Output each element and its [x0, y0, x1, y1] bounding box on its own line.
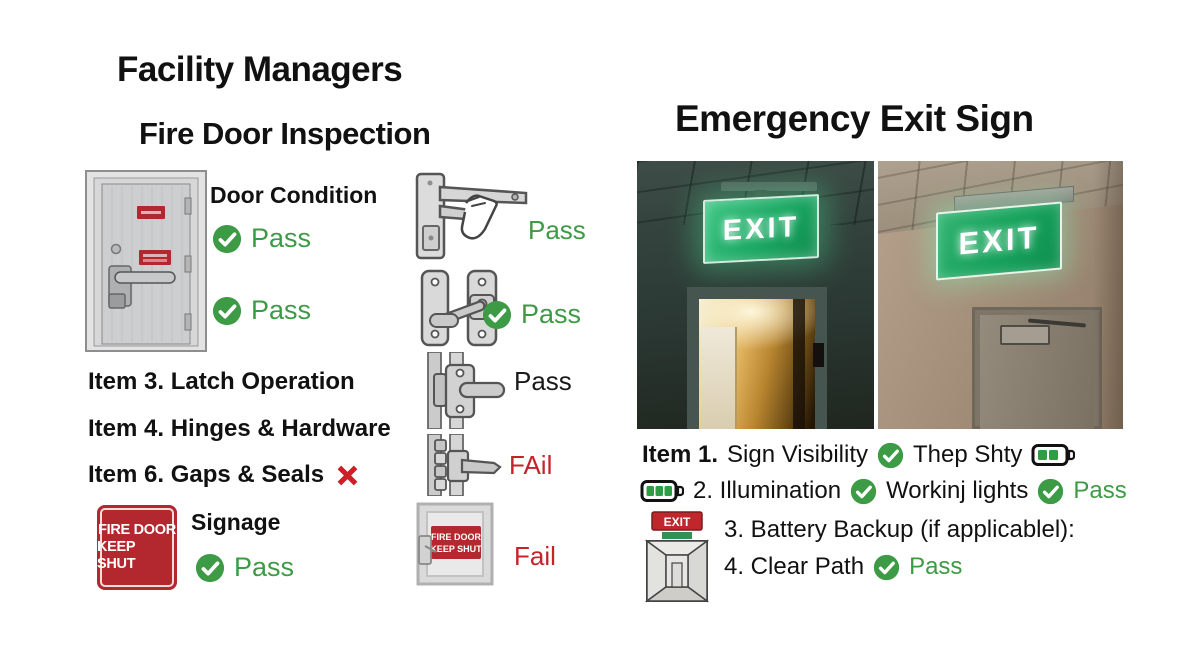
gate-latch-illustration	[418, 267, 500, 349]
gate-latch-check: Pass	[482, 299, 581, 330]
door-condition-check-2: Pass	[212, 295, 311, 326]
checklist-item-4: Item 4. Hinges & Hardware	[88, 415, 391, 443]
fire-door-illustration	[85, 170, 207, 352]
illuminated-exit-sign: EXIT	[936, 201, 1062, 281]
hardware-status-4: FAil	[509, 450, 553, 480]
door-condition-heading: Door Condition	[210, 182, 378, 208]
illuminated-exit-sign: EXIT	[703, 193, 819, 265]
sign-mounting-stem	[755, 190, 767, 198]
pass-check-icon	[1037, 478, 1064, 505]
frame-latch-illustration	[420, 351, 508, 430]
frame-hinge-illustration	[420, 433, 504, 497]
hardware-status-2: Pass	[521, 299, 582, 329]
inner-door-panel	[701, 327, 737, 429]
exit-checklist-line-1: Item 1. Sign Visibility Thep Shty	[642, 441, 1076, 469]
exit-checklist-line-3: 3. Battery Backup (if applicablel):	[724, 516, 1075, 544]
checklist-item-6: Item 6. Gaps & Seals	[88, 461, 361, 489]
signage-heading: Signage	[191, 509, 281, 535]
item-label: 2. Illumination	[693, 477, 842, 504]
item-label: Item 3. Latch Operation	[88, 368, 355, 395]
exit-checklist-line-4: 4. Clear Path Pass	[724, 553, 962, 581]
fire-door-keep-shut-sign: FIRE DOOR KEEP SHUT	[97, 505, 177, 590]
pass-check-icon	[212, 224, 242, 254]
pass-label: Pass	[234, 552, 295, 582]
framed-sign-illustration: FIRE DOOR KEEP SHUT	[416, 502, 494, 586]
section-subtitle-fire-door-inspection: Fire Door Inspection	[139, 116, 431, 151]
battery-two-bars-icon	[1031, 442, 1076, 468]
section-title-emergency-exit-sign: Emergency Exit Sign	[675, 98, 1034, 139]
door-closer	[1000, 325, 1050, 345]
sign-text-line1: FIRE DOOR	[98, 522, 176, 538]
checklist-item-3: Item 3. Latch Operation	[88, 368, 355, 396]
pass-label: Pass	[251, 295, 312, 325]
pass-check-icon	[482, 300, 512, 330]
hardware-status-5: Fail	[514, 541, 556, 571]
exit-sign-text: EXIT	[722, 210, 800, 247]
door-hardware-box	[813, 343, 824, 367]
signage-check: Pass	[195, 552, 294, 583]
dark-hallway-exit-photo: EXIT	[637, 161, 874, 429]
pass-label: Pass	[909, 553, 963, 580]
item-label: Item 6. Gaps & Seals	[88, 461, 325, 488]
exit-sign-text: EXIT	[958, 219, 1040, 262]
hardware-status-3: Pass	[514, 366, 572, 396]
bright-room-exit-photo: EXIT	[878, 161, 1123, 429]
corridor-exit-sign-text: EXIT	[664, 515, 691, 529]
pass-check-icon	[877, 442, 904, 469]
item-prefix: Item 1.	[642, 441, 719, 468]
battery-three-bars-icon	[640, 478, 685, 504]
panic-bar-hand-illustration	[414, 170, 532, 262]
pass-label: Pass	[251, 223, 312, 253]
item-label: 4. Clear Path	[724, 553, 865, 580]
pass-check-icon	[873, 554, 900, 581]
item-mid-text: Workinj lights	[886, 477, 1029, 504]
exit-corridor-icon: EXIT	[644, 511, 710, 603]
pass-check-icon	[195, 553, 225, 583]
pass-check-icon	[212, 296, 242, 326]
fail-x-icon	[334, 462, 361, 489]
item-suffix: Thep Shty	[912, 441, 1023, 468]
item-label: Item 4. Hinges & Hardware	[88, 415, 391, 442]
door-jamb-shadow	[793, 299, 805, 429]
door-condition-check-1: Pass	[212, 223, 311, 254]
section-title-facility-managers: Facility Managers	[117, 50, 403, 89]
wall-shadow	[1093, 161, 1123, 429]
sign-text-line2: KEEP SHUT	[97, 539, 136, 572]
sign-mounting-bracket	[721, 182, 817, 191]
framed-sign-line1: FIRE DOOR	[431, 532, 482, 542]
framed-sign-line2: KEEP SHUT	[430, 544, 482, 554]
hardware-status-1: Pass	[528, 215, 586, 245]
exit-checklist-line-2: 2. Illumination Workinj lights Pass	[640, 477, 1127, 505]
item-label: Sign Visibility	[727, 441, 868, 468]
pass-check-icon	[850, 478, 877, 505]
pass-label: Pass	[1073, 477, 1127, 504]
item-label: 3. Battery Backup (if applicablel):	[724, 516, 1075, 543]
